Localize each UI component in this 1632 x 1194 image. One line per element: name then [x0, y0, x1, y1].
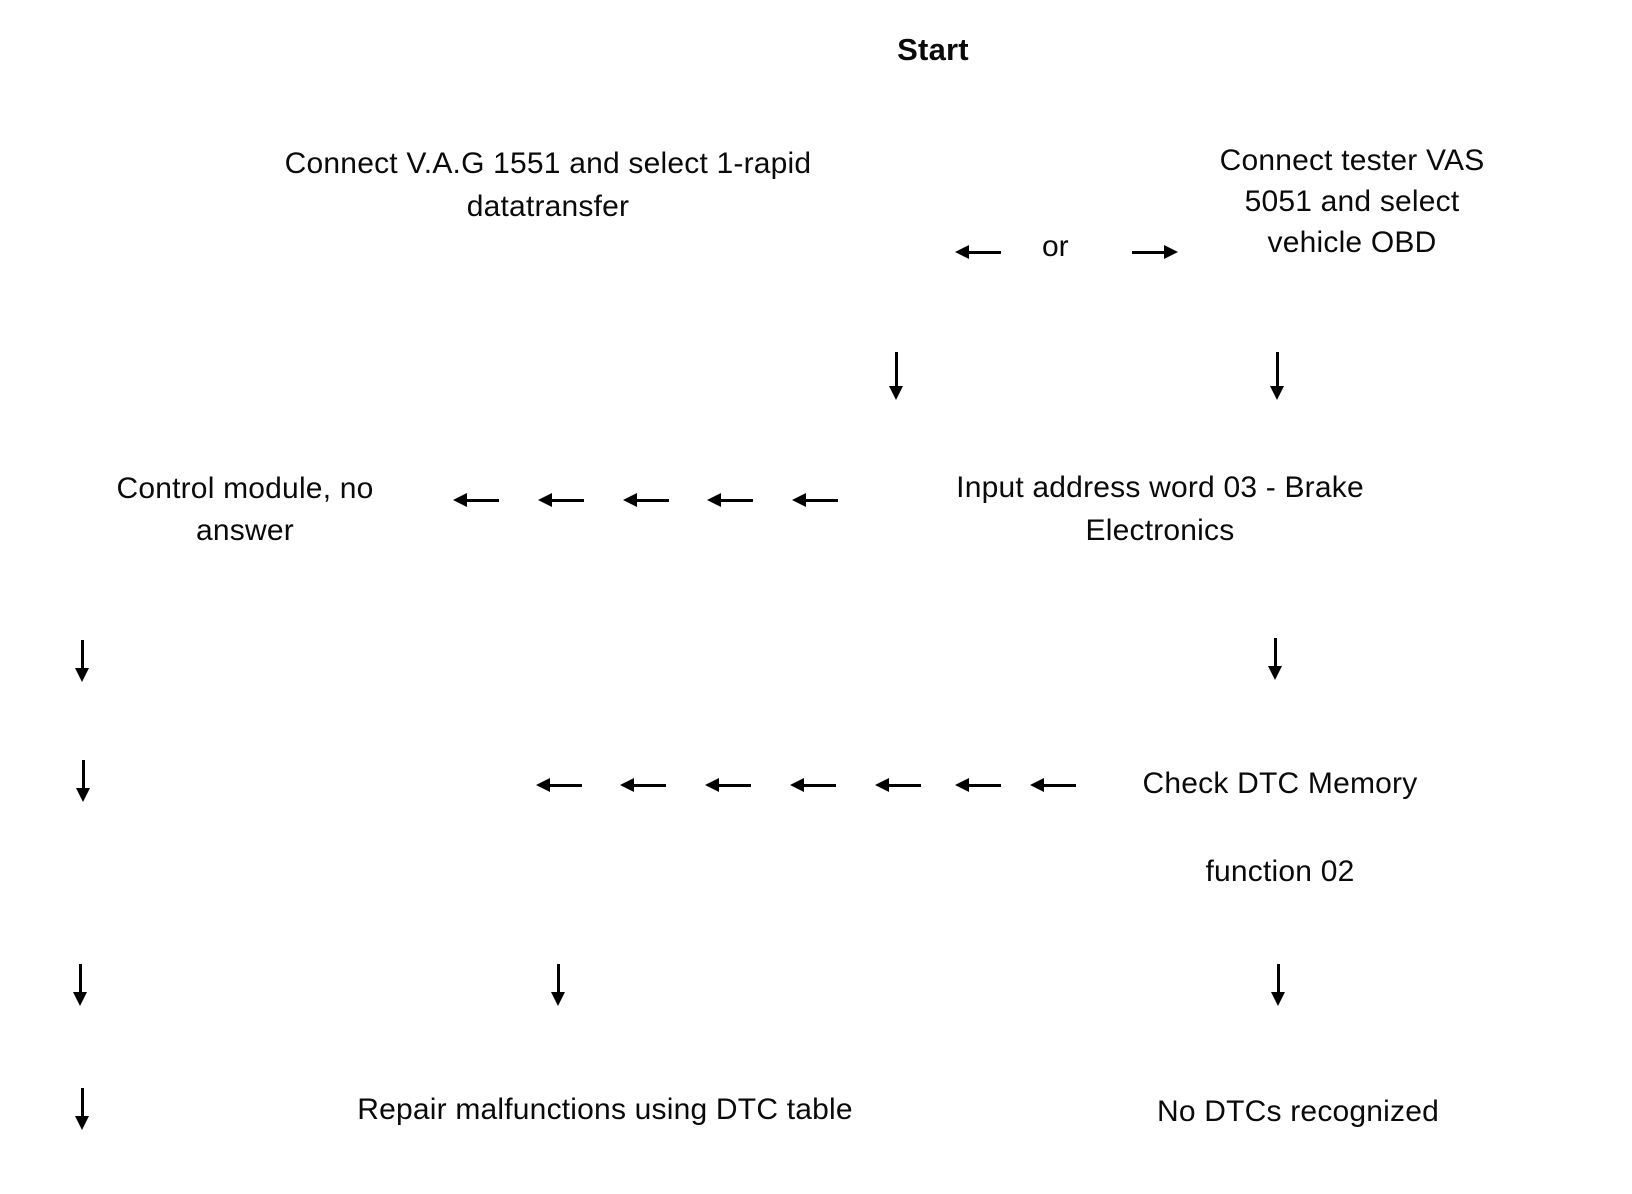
arrow-left-icon — [790, 777, 837, 793]
arrow-shaft — [557, 964, 560, 996]
arrow-head — [551, 992, 565, 1006]
arrow-shaft — [801, 784, 836, 787]
arrow-down-icon — [888, 352, 904, 400]
arrow-head — [73, 992, 87, 1006]
arrow-head — [1271, 992, 1285, 1006]
arrow-shaft — [1132, 251, 1167, 254]
arrow-head — [75, 1116, 89, 1130]
node-function-02: function 02 — [1205, 855, 1355, 888]
arrow-down-icon — [75, 760, 91, 802]
arrow-down-icon — [74, 1088, 90, 1130]
arrow-left-icon — [1030, 777, 1077, 793]
arrow-head — [620, 778, 634, 792]
arrow-head — [1270, 386, 1284, 400]
arrow-left-icon — [623, 492, 670, 508]
arrow-shaft — [1041, 784, 1076, 787]
arrow-left-icon — [453, 492, 500, 508]
arrow-shaft — [886, 784, 921, 787]
arrow-shaft — [549, 499, 584, 502]
arrow-head — [76, 788, 90, 802]
arrow-shaft — [634, 499, 669, 502]
arrow-down-icon — [1270, 964, 1286, 1006]
arrow-shaft — [81, 1088, 84, 1120]
node-control-module-no-answer: Control module, no answer — [116, 472, 374, 547]
arrow-shaft — [895, 352, 898, 390]
arrow-head — [875, 778, 889, 792]
arrow-head — [538, 493, 552, 507]
arrow-left-icon — [792, 492, 839, 508]
arrow-down-icon — [1269, 352, 1285, 400]
arrow-down-icon — [1267, 638, 1283, 680]
arrow-shaft — [79, 964, 82, 996]
arrow-shaft — [716, 784, 751, 787]
arrow-head — [705, 778, 719, 792]
arrow-head — [453, 493, 467, 507]
arrow-head — [536, 778, 550, 792]
arrow-right-icon — [1131, 244, 1178, 260]
arrow-shaft — [718, 499, 753, 502]
node-connect-vag-1551: Connect V.A.G 1551 and select 1-rapid da… — [284, 147, 812, 223]
arrow-shaft — [1274, 638, 1277, 670]
arrow-shaft — [81, 640, 84, 672]
arrow-head — [792, 493, 806, 507]
arrow-head — [75, 668, 89, 682]
arrow-head — [790, 778, 804, 792]
arrow-left-icon — [705, 777, 752, 793]
arrow-down-icon — [72, 964, 88, 1006]
arrow-shaft — [803, 499, 838, 502]
arrow-shaft — [1277, 964, 1280, 996]
arrow-shaft — [966, 251, 1001, 254]
arrow-head — [707, 493, 721, 507]
arrow-head — [1268, 666, 1282, 680]
arrow-left-icon — [536, 777, 583, 793]
arrow-shaft — [547, 784, 582, 787]
or-label: or — [1042, 230, 1069, 263]
arrow-shaft — [631, 784, 666, 787]
arrow-shaft — [82, 760, 85, 792]
arrow-left-icon — [955, 244, 1002, 260]
arrow-shaft — [1276, 352, 1279, 390]
arrow-head — [1030, 778, 1044, 792]
start-label: Start — [897, 32, 969, 67]
node-input-address-word: Input address word 03 - Brake Electronic… — [956, 471, 1364, 547]
arrow-left-icon — [538, 492, 585, 508]
arrow-head — [1164, 245, 1178, 259]
arrow-left-icon — [707, 492, 754, 508]
node-no-dtcs-recognized: No DTCs recognized — [1156, 1095, 1440, 1128]
node-repair-malfunctions: Repair malfunctions using DTC table — [357, 1093, 853, 1126]
arrow-head — [889, 386, 903, 400]
node-connect-vas-5051: Connect tester VAS 5051 and select vehic… — [1219, 144, 1485, 259]
arrow-head — [623, 493, 637, 507]
arrow-down-icon — [74, 640, 90, 682]
arrow-down-icon — [550, 964, 566, 1006]
arrow-head — [955, 245, 969, 259]
arrow-shaft — [464, 499, 499, 502]
arrow-left-icon — [875, 777, 922, 793]
node-check-dtc-memory: Check DTC Memory — [1142, 767, 1418, 800]
arrow-shaft — [966, 784, 1001, 787]
arrow-left-icon — [620, 777, 667, 793]
arrow-head — [955, 778, 969, 792]
arrow-left-icon — [955, 777, 1002, 793]
